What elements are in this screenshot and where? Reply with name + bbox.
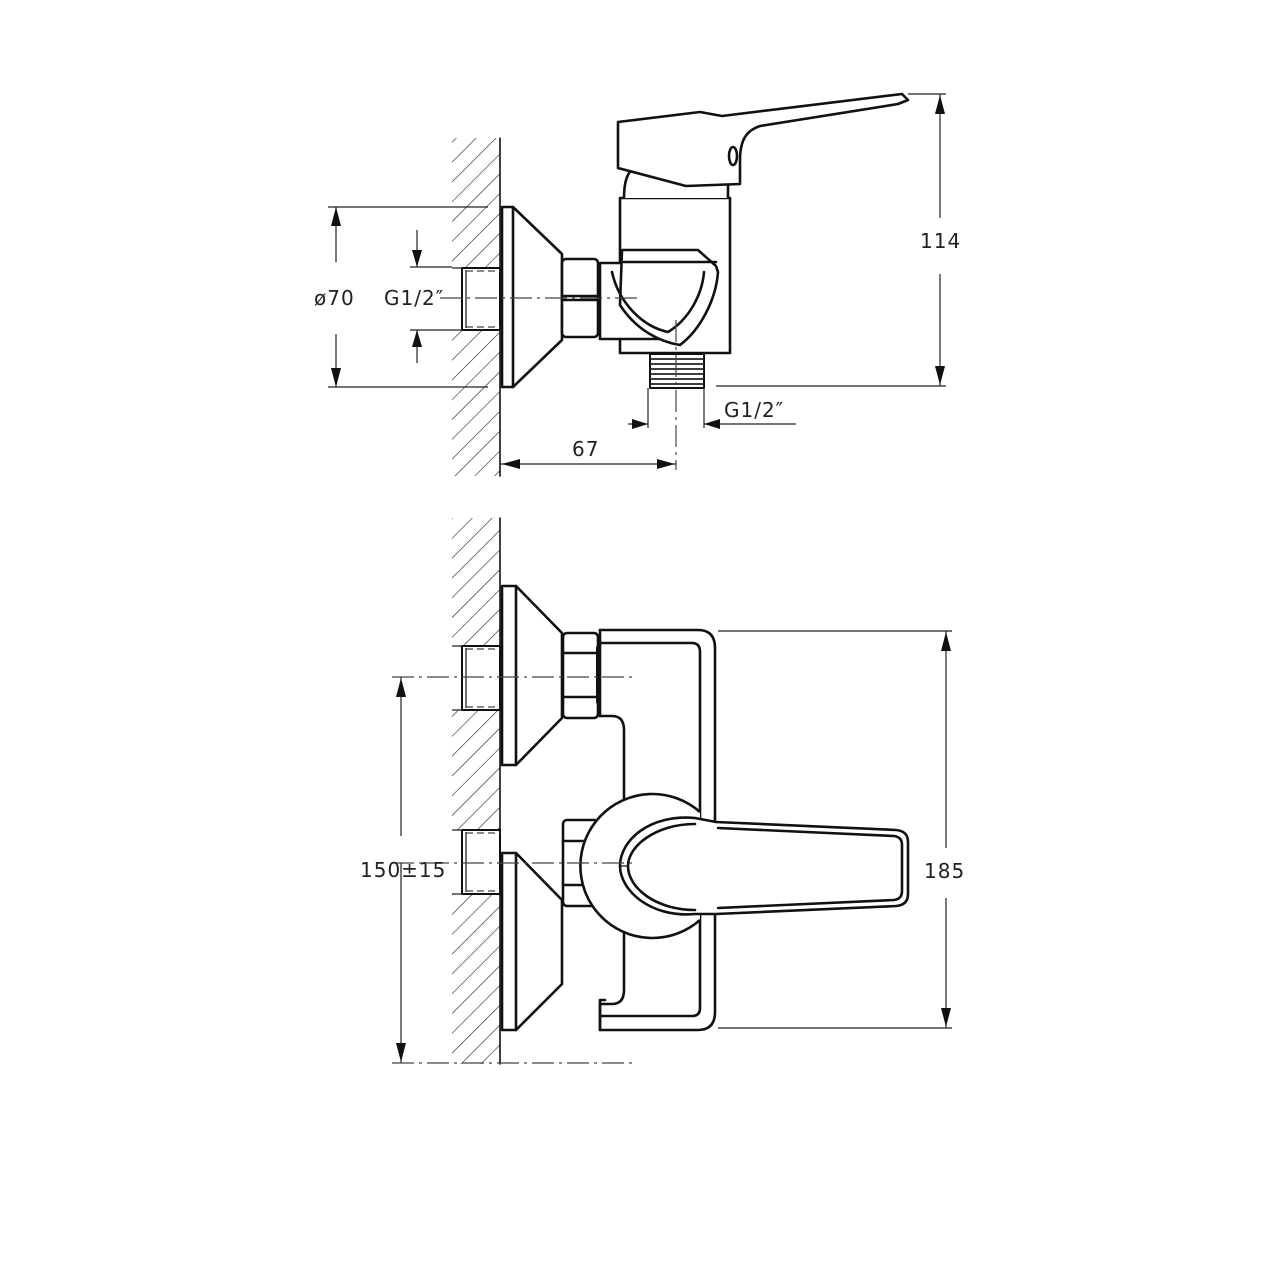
bottom-inlet <box>461 818 600 1032</box>
inlet-spacing-label: 150±15 <box>360 858 446 882</box>
height-front-label: 185 <box>924 859 965 883</box>
diameter-label: ø70 <box>314 286 355 310</box>
dimension-diameter: ø70 <box>314 206 488 388</box>
wall-flange <box>500 205 564 389</box>
projection-label: 67 <box>572 437 599 461</box>
wall-section <box>452 137 501 477</box>
front-view: 150±15 185 <box>360 517 965 1065</box>
wall-section-front <box>452 517 501 1065</box>
dimension-inlet-thread: G1/2″ <box>384 230 452 363</box>
inlet-pipe <box>461 267 501 331</box>
side-view: ø70 G1/2″ G1/2″ 67 <box>314 92 961 477</box>
outlet-thread-label: G1/2″ <box>724 398 784 422</box>
lever-handle-front <box>579 792 910 940</box>
dimension-projection: 67 <box>500 437 676 469</box>
top-inlet <box>461 584 600 767</box>
height-side-label: 114 <box>920 229 961 253</box>
dimension-height-front: 185 <box>718 630 965 1029</box>
dimension-outlet-thread: G1/2″ <box>628 388 796 429</box>
dimension-inlet-spacing: 150±15 <box>360 677 636 1064</box>
mixer-body <box>598 92 910 389</box>
inlet-thread-label: G1/2″ <box>384 286 444 310</box>
dimension-height-side: 114 <box>716 93 961 387</box>
